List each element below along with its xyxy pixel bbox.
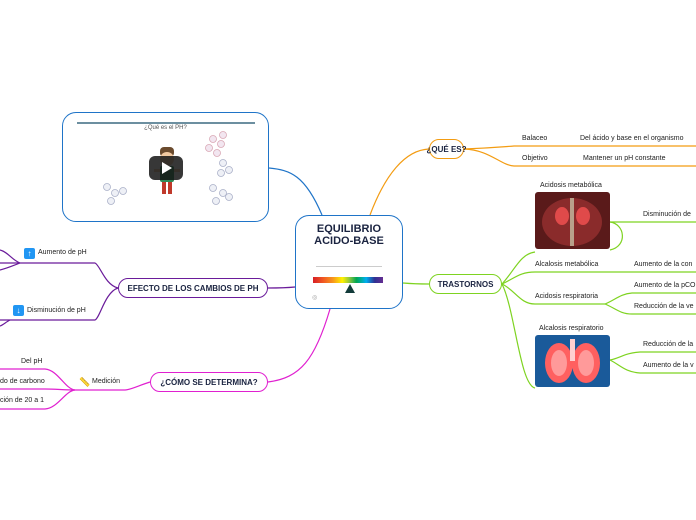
- branch-efecto-label: EFECTO DE LOS CAMBIOS DE PH: [127, 283, 259, 293]
- trastorno-detail[interactable]: Reducción de la ve: [634, 303, 694, 310]
- que-es-item-detail[interactable]: Mantener un pH constante: [583, 155, 666, 162]
- branch-que-es[interactable]: ¿QUÉ ES?: [426, 139, 467, 159]
- arrow-down-icon: ↓: [13, 305, 24, 316]
- kidneys-image: [535, 192, 610, 249]
- trastorno-detail[interactable]: Reducción de la: [643, 341, 694, 348]
- trastorno-item-label[interactable]: Acidosis metabólica: [540, 182, 602, 189]
- central-topic-title: EQUILIBRIO ACIDO-BASE: [314, 223, 384, 247]
- central-topic[interactable]: EQUILIBRIO ACIDO-BASE ◎: [295, 215, 403, 309]
- ruler-icon: 📏: [79, 377, 91, 387]
- branch-como[interactable]: ¿CÓMO SE DETERMINA?: [150, 372, 268, 392]
- como-item-label[interactable]: do de carbono: [0, 378, 45, 385]
- branch-trastornos[interactable]: TRASTORNOS: [429, 274, 502, 294]
- video-title: ¿Qué es el PH?: [144, 125, 187, 131]
- que-es-item-label[interactable]: Balaceo: [522, 135, 548, 142]
- ph-scale-pointer-icon: [345, 284, 355, 293]
- trastorno-item-label[interactable]: Alcalosis respiratorio: [539, 325, 604, 332]
- branch-como-label: ¿CÓMO SE DETERMINA?: [160, 377, 258, 387]
- beaker-icon: ◎: [312, 295, 318, 301]
- efecto-item-label[interactable]: Aumento de pH: [38, 249, 87, 256]
- trastorno-detail[interactable]: Aumento de la pCO: [634, 282, 696, 289]
- como-item-label[interactable]: ción de 20 a 1: [0, 397, 44, 404]
- play-button-icon[interactable]: [149, 156, 183, 180]
- trastorno-item-label[interactable]: Acidosis respiratoria: [535, 293, 599, 300]
- ph-scale-divider: [316, 266, 382, 267]
- trastorno-item-label[interactable]: Alcalosis metabólica: [535, 261, 599, 268]
- ph-scale-image: [313, 277, 383, 283]
- trastorno-detail[interactable]: Aumento de la v: [643, 362, 694, 369]
- video-title-line: [77, 122, 255, 124]
- que-es-item-detail[interactable]: Del ácido y base en el organismo: [580, 135, 684, 142]
- arrow-up-icon: ↑: [24, 248, 35, 259]
- como-item-label[interactable]: Del pH: [21, 358, 43, 365]
- como-measure-label[interactable]: Medición: [92, 378, 121, 385]
- video-node[interactable]: ¿Qué es el PH?: [62, 112, 269, 222]
- lungs-image: [535, 335, 610, 387]
- que-es-item-label[interactable]: Objetivo: [522, 155, 548, 162]
- branch-que-es-label: ¿QUÉ ES?: [426, 144, 467, 154]
- trastorno-detail[interactable]: Disminución de: [643, 211, 691, 218]
- branch-efecto[interactable]: EFECTO DE LOS CAMBIOS DE PH: [118, 278, 268, 298]
- trastorno-detail[interactable]: Aumento de la con: [634, 261, 693, 268]
- efecto-item-label[interactable]: Disminución de pH: [27, 307, 86, 314]
- branch-trastornos-label: TRASTORNOS: [437, 279, 494, 289]
